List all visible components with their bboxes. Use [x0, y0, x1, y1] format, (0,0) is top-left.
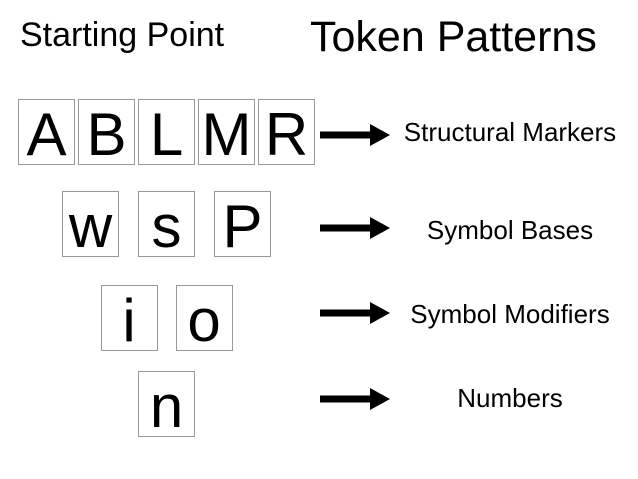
right-arrow-icon: [320, 217, 390, 239]
category-label: Numbers: [457, 383, 563, 413]
arrow-head: [370, 388, 390, 410]
letter-box: A: [18, 99, 75, 165]
title-starting-point: Starting Point: [20, 16, 225, 54]
letter-row-numbers: n: [0, 371, 333, 437]
letter-row-symbol-modifiers: i o: [0, 285, 333, 351]
letter-row-structural-markers: A B L M R: [0, 99, 333, 165]
letter-box: n: [138, 371, 195, 437]
title-token-patterns: Token Patterns: [310, 13, 597, 61]
letter-box: B: [78, 99, 135, 165]
category-label: Symbol Modifiers: [410, 299, 610, 329]
letter-box: L: [138, 99, 195, 165]
category-label: Structural Markers: [403, 117, 617, 147]
arrow-head: [370, 302, 390, 324]
right-arrow-icon: [320, 302, 390, 324]
letter-box: o: [175, 285, 233, 351]
letter-box: R: [258, 99, 315, 165]
arrow-head: [370, 217, 390, 239]
right-arrow-icon: [320, 124, 390, 146]
letter-box: M: [198, 99, 255, 165]
category-label: Symbol Bases: [426, 215, 594, 245]
letter-row-symbol-bases: w s P: [0, 191, 333, 257]
letter-box: P: [214, 191, 271, 257]
right-arrow-icon: [320, 388, 390, 410]
letter-box: i: [100, 285, 158, 351]
letter-box: w: [62, 191, 119, 257]
arrow-head: [370, 124, 390, 146]
letter-box: s: [138, 191, 195, 257]
